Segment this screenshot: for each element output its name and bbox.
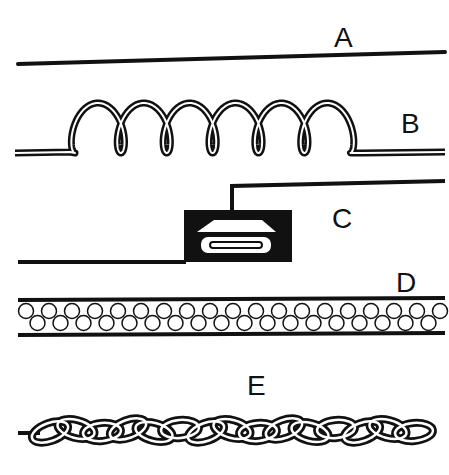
part-letter: D [396, 269, 416, 297]
beaded-tube [18, 298, 448, 335]
part-letter: A [334, 24, 353, 52]
part-letter: B [401, 110, 420, 138]
straight-wire [18, 52, 445, 64]
clamp-joint [18, 181, 445, 262]
part-letter: C [332, 205, 352, 233]
part-letter: E [247, 372, 266, 400]
coiled-wire [15, 103, 445, 153]
chain-links [18, 414, 434, 447]
